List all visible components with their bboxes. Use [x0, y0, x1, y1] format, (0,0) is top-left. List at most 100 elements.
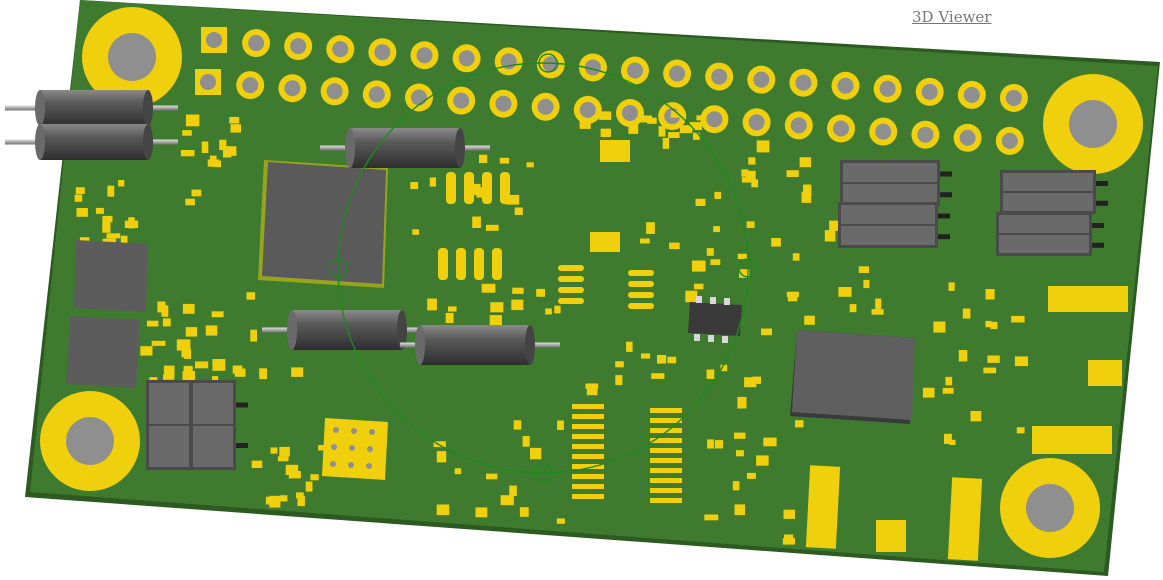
smd-pad: [269, 495, 281, 508]
tssop-pad: [572, 434, 604, 439]
smd-pad: [514, 207, 523, 215]
smd-pad: [280, 495, 288, 502]
smd-pad: [176, 339, 191, 351]
smd-pad: [1016, 427, 1025, 434]
smd-pad: [741, 177, 753, 183]
smd-pad: [586, 383, 598, 396]
soic-pad: [628, 281, 654, 287]
smd-pad: [522, 436, 530, 447]
soic-pad: [464, 172, 474, 204]
smd-pad: [695, 198, 706, 206]
smd-pad: [511, 299, 524, 311]
smd-pad: [693, 132, 700, 140]
header-pad: [789, 68, 818, 97]
smd-pad: [182, 371, 195, 382]
smd-pad: [829, 220, 838, 231]
header-pad: [747, 65, 776, 94]
header-pad: [326, 35, 355, 64]
header-pad: [700, 105, 729, 134]
jumper-header: [838, 202, 950, 248]
smd-pad: [875, 298, 882, 309]
smd-pad: [500, 495, 514, 506]
smd-pad: [751, 179, 759, 188]
tssop-pad: [572, 454, 604, 459]
smd-pad: [752, 376, 761, 384]
smd-pad: [983, 367, 997, 374]
header-pad: [663, 59, 692, 88]
bga-chip: [790, 330, 915, 424]
smd-pad: [219, 139, 227, 151]
smd-pad: [182, 303, 195, 314]
header-pad: [242, 29, 271, 58]
smd-pad: [472, 216, 481, 228]
smd-pad: [670, 110, 681, 118]
header-pad: [410, 41, 439, 70]
smd-pad: [949, 439, 956, 445]
smd-pad: [962, 308, 971, 319]
soic-pad: [456, 248, 466, 280]
smd-pad: [615, 361, 624, 368]
smd-pad: [714, 440, 723, 449]
tssop-pad: [650, 478, 682, 483]
smd-pad: [647, 117, 657, 124]
smd-pad: [118, 180, 125, 187]
smd-pad: [679, 125, 693, 134]
smd-pad: [427, 298, 437, 311]
smd-pad: [530, 447, 542, 460]
smd-pad: [479, 154, 488, 164]
smd-pad: [536, 288, 545, 297]
smd-pad: [102, 215, 113, 223]
smd-pad: [646, 222, 655, 234]
smd-pad: [310, 474, 319, 481]
header-pad: [995, 126, 1024, 155]
jumper-header: [996, 212, 1104, 256]
tssop-pad: [572, 424, 604, 429]
smd-pad: [628, 122, 639, 134]
jumper-header: [1000, 170, 1108, 214]
smd-pad: [657, 355, 667, 364]
smd-pad: [600, 128, 611, 137]
smd-pad: [499, 157, 509, 164]
header-pad: [869, 117, 898, 146]
smd-pad: [296, 492, 304, 499]
smd-pad: [945, 376, 953, 386]
smd-pad: [970, 411, 982, 422]
header-pad: [452, 44, 481, 73]
smd-pad: [412, 229, 419, 235]
smd-pad: [641, 353, 651, 359]
smd-pad: [685, 290, 698, 303]
smd-pad: [783, 509, 795, 519]
3d-orbit-guide[interactable]: [328, 53, 758, 483]
smd-pads: [74, 110, 1028, 545]
smd-pad: [140, 346, 153, 356]
tssop-pad: [650, 418, 682, 423]
smd-pad: [76, 208, 88, 217]
soic-pad: [628, 292, 654, 298]
tssop-pad: [572, 404, 604, 409]
smd-pad: [714, 191, 722, 199]
smd-pad: [639, 115, 652, 123]
smd-pad: [445, 312, 454, 324]
tssop-pad: [650, 468, 682, 473]
smd-pad: [146, 320, 159, 327]
mounting-hole: [82, 7, 182, 107]
smd-pad: [958, 350, 968, 362]
jumper-header: [840, 160, 952, 206]
smd-pad: [251, 460, 263, 468]
smd-pad: [720, 364, 728, 372]
sot-chip: [688, 296, 742, 343]
header-pad: [195, 69, 221, 95]
smd-pad: [734, 504, 745, 516]
soic-pad: [628, 270, 654, 276]
tssop-pad: [650, 408, 682, 413]
3d-viewer-title[interactable]: 3D Viewer: [912, 8, 992, 26]
smd-pad: [987, 355, 1000, 363]
axial-resistor: [400, 325, 560, 365]
tssop-pad: [572, 464, 604, 469]
smd-pad: [279, 446, 290, 457]
header-pad: [489, 89, 518, 118]
smd-pad: [212, 359, 226, 371]
soic-pad: [558, 276, 584, 282]
